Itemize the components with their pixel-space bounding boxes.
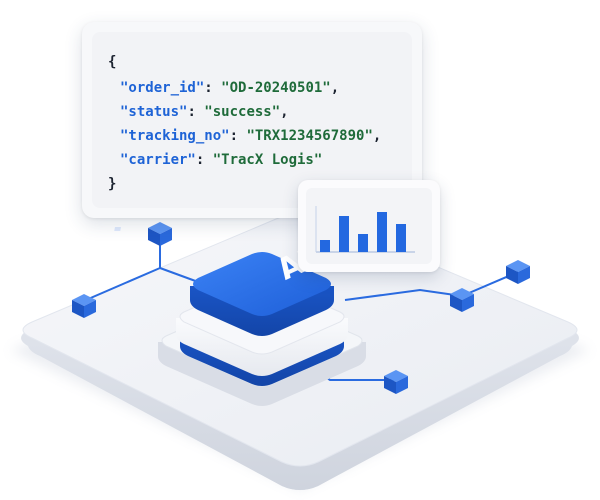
- chart-bar: [358, 234, 368, 252]
- chart-bar: [339, 216, 349, 252]
- json-response-card: { "order_id": "OD-20240501", "status": "…: [82, 22, 422, 218]
- json-key: "order_id": [120, 80, 205, 96]
- bar-chart-icon: [306, 188, 432, 264]
- node-cube-icon: [72, 294, 96, 318]
- json-value: "TRX1234567890": [246, 128, 373, 144]
- node-cube-icon: [450, 288, 474, 312]
- json-field-carrier: "carrier": "TracX Logis": [120, 152, 323, 168]
- node-cube-icon: [114, 222, 172, 246]
- json-key: "carrier": [120, 152, 196, 168]
- mini-chart-card: [298, 180, 440, 272]
- chart-bar: [396, 224, 406, 252]
- mini-bar-chart: [315, 206, 415, 253]
- json-value: "success": [204, 104, 281, 120]
- json-key: "status": [120, 104, 188, 120]
- json-value: "TracX Logis": [212, 152, 323, 168]
- node-cube-icon: [506, 260, 530, 284]
- json-field-status: "status": "success",: [120, 104, 289, 120]
- json-code-panel: { "order_id": "OD-20240501", "status": "…: [92, 32, 412, 208]
- chart-bar: [320, 240, 330, 252]
- json-value: "OD-20240501": [221, 80, 331, 96]
- link-right: [344, 288, 463, 301]
- open-brace: {: [108, 54, 117, 70]
- chart-bar: [377, 212, 387, 252]
- json-field-order-id: "order_id": "OD-20240501",: [120, 80, 340, 96]
- json-key: "tracking_no": [120, 128, 230, 144]
- close-brace: }: [108, 176, 117, 192]
- json-field-tracking-no: "tracking_no": "TRX1234567890",: [120, 128, 382, 144]
- node-cube-icon: [384, 370, 408, 394]
